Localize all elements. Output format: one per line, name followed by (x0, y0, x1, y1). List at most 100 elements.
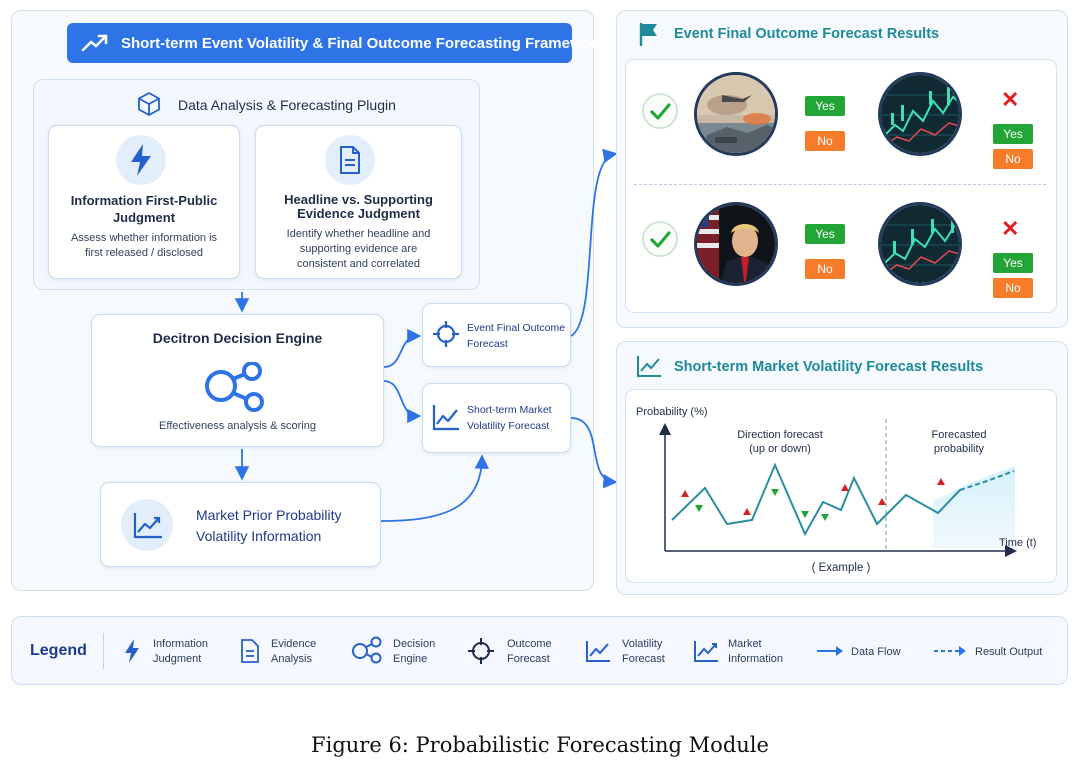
trend-up-icon (81, 34, 108, 52)
no-button-row1-a: No (805, 131, 845, 151)
framework-title: Short-term Event Volatility & Final Outc… (121, 35, 605, 52)
evidence-judgment-desc-3: consistent and correlated (297, 258, 420, 270)
legend-document-icon (241, 639, 259, 663)
evidence-judgment-desc-2: supporting evidence are (299, 243, 418, 255)
up-marker-1 (681, 490, 689, 497)
plugin-title: Data Analysis & Forecasting Plugin (178, 97, 396, 113)
arrow-outcome-to-results (570, 148, 618, 337)
decision-engine-card (91, 314, 384, 447)
chart-annotation-left-2: (up or down) (749, 443, 811, 455)
legend-info-judgment-2: Judgment (153, 653, 202, 665)
evidence-judgment-title-1: Headline vs. Supporting (284, 192, 433, 207)
market-prior-line1: Market Prior Probability (196, 507, 342, 523)
decision-engine-icon (205, 362, 264, 412)
arrow-volatility-to-chart (570, 417, 618, 489)
up-marker-2 (743, 508, 751, 515)
market-results-title: Short-term Market Volatility Forecast Re… (674, 359, 984, 375)
legend-arrow-right-icon (817, 646, 843, 656)
check-icon-row1 (642, 93, 678, 129)
legend-result-output: Result Output (975, 646, 1043, 658)
chart-ylabel: Probability (%) (636, 406, 708, 418)
legend-title: Legend (30, 642, 87, 659)
evidence-judgment-title-2: Evidence Judgment (297, 206, 420, 221)
history-line (671, 462, 961, 537)
arrow-engine-to-outcome (383, 328, 422, 368)
chart-annotation-right-2: probability (933, 443, 985, 455)
arrow-prior-to-volatility (380, 454, 489, 522)
market-trend-icon (637, 356, 661, 377)
results-divider (634, 184, 1046, 185)
down-marker-1 (695, 505, 703, 512)
legend-market-info-icon (694, 641, 718, 662)
legend-decision-engine-icon (352, 636, 382, 664)
legend-evidence-1: Evidence (271, 638, 317, 650)
legend-decision-2: Engine (393, 653, 428, 665)
yes-button-row2-a: Yes (805, 224, 845, 244)
figure-caption: Figure 6: Probabilistic Forecasting Modu… (311, 733, 769, 757)
chart-xlabel: Time (t) (999, 537, 1037, 549)
market-photo-row2 (878, 202, 962, 286)
check-icon-row2 (642, 221, 678, 257)
legend-panel (11, 616, 1068, 685)
document-icon (340, 146, 360, 174)
volatility-icon (432, 405, 459, 431)
info-judgment-desc-2: first released / disclosed (85, 247, 203, 259)
legend-divider (103, 633, 104, 669)
info-judgment-desc-1: Assess whether information is (70, 232, 218, 244)
legend-volatility-icon (586, 641, 610, 662)
legend-lightning-icon (125, 639, 139, 663)
legend-data-flow: Data Flow (851, 646, 901, 658)
forecast-line (959, 470, 1015, 491)
legend-decision-1: Decision (393, 638, 436, 650)
outcome-forecast-line1: Event Final Outcome (467, 322, 566, 334)
no-button-row2-a: No (805, 259, 845, 279)
volatility-forecast-line1: Short-term Market (467, 404, 552, 416)
legend-evidence-2: Analysis (271, 653, 312, 665)
arrow-engine-to-volatility (383, 380, 422, 424)
legend-market-2: Information (728, 653, 784, 665)
yes-button-row1-b: Yes (993, 124, 1033, 144)
evidence-judgment-desc-1: Identify whether headline and (286, 228, 431, 240)
no-button-row2-b: No (993, 278, 1033, 298)
legend-dashed-arrow-icon (934, 646, 966, 656)
volatility-chart (659, 419, 1017, 557)
volatility-forecast-line2: Volatility Forecast (467, 420, 550, 432)
crosshair-icon (433, 321, 459, 347)
no-button-row1-b: No (993, 149, 1033, 169)
volatility-forecast-box (422, 383, 571, 453)
yes-button-row2-b: Yes (993, 253, 1033, 273)
legend-outcome-2: Forecast (507, 653, 550, 665)
cross-icon-row2: ✕ (1001, 216, 1020, 241)
legend-outcome-1: Outcome (507, 638, 552, 650)
cube-icon (138, 92, 160, 116)
cross-icon-row1: ✕ (1001, 87, 1020, 112)
chart-note: ( Example ) (811, 562, 871, 574)
flag-icon (639, 23, 657, 46)
market-prior-line2: Volatility Information (196, 528, 322, 544)
legend-market-1: Market (728, 638, 762, 650)
outcome-forecast-line2: Forecast (467, 338, 508, 350)
down-marker-4 (821, 514, 829, 521)
up-marker-4 (878, 498, 886, 505)
market-info-icon (133, 513, 162, 539)
outcome-forecast-box (422, 303, 571, 367)
chart-annotation-left-1: Direction forecast (737, 429, 823, 441)
yes-button-row1-a: Yes (805, 96, 845, 116)
legend-info-judgment-1: Information (153, 638, 209, 650)
up-marker-3 (841, 484, 849, 491)
down-marker-3 (801, 511, 809, 518)
legend-crosshair-icon (468, 638, 494, 664)
decision-engine-desc: Effectiveness analysis & scoring (159, 420, 316, 432)
outcome-results-title: Event Final Outcome Forecast Results (674, 26, 940, 42)
info-judgment-title-2: Judgment (112, 210, 176, 225)
legend-volatility-2: Forecast (622, 653, 665, 665)
down-marker-2 (771, 489, 779, 496)
event-photo-military (694, 72, 778, 156)
up-marker-5 (937, 478, 945, 485)
framework-title-banner: Short-term Event Volatility & Final Outc… (67, 23, 605, 63)
legend-volatility-1: Volatility (622, 638, 663, 650)
chart-annotation-right-1: Forecasted (931, 429, 987, 441)
forecast-band (933, 466, 1015, 548)
decision-engine-title: Decitron Decision Engine (152, 330, 323, 346)
